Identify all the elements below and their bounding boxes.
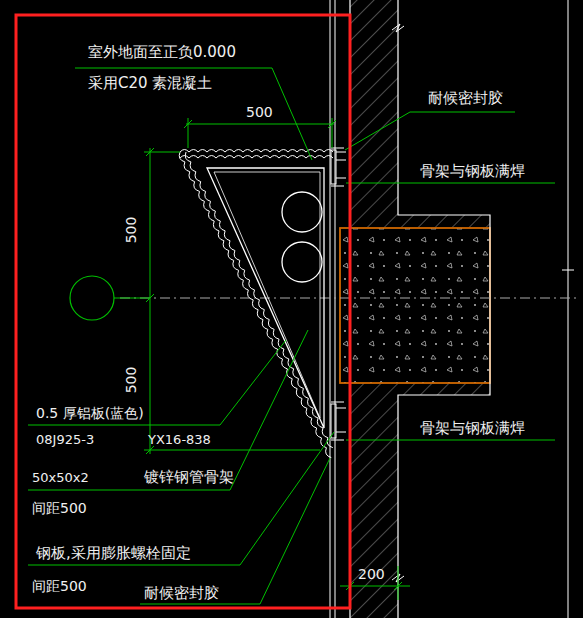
- note-text: 骨架与钢板满焊: [420, 420, 525, 436]
- aluminium-sheet: [180, 150, 333, 153]
- aluminium-sheet: [179, 152, 331, 458]
- drawing-reference: 08J925-3: [36, 432, 94, 448]
- note-text: 骨架与钢板满焊: [420, 163, 525, 179]
- note-text: 室外地面至正负0.000: [88, 44, 236, 60]
- aluminium-sheet: [185, 152, 333, 448]
- dimension: 500: [246, 104, 273, 120]
- note-text: 采用C20 素混凝土: [88, 75, 212, 91]
- note-text: 耐候密封胶: [428, 90, 503, 106]
- dimension: 200: [358, 566, 385, 582]
- dimension: 500: [123, 367, 139, 394]
- note-text: 间距500: [32, 500, 87, 516]
- note-text: 50x50x2: [32, 470, 89, 486]
- note-text: 钢板,采用膨胀螺栓固定: [36, 545, 191, 561]
- drawing-reference: YX16-838: [148, 432, 211, 448]
- note-text: 耐候密封胶: [144, 585, 219, 601]
- note-text: 镀锌钢管骨架: [144, 469, 234, 485]
- note-text: 0.5 厚铝板(蓝色): [36, 405, 144, 421]
- dimension: 500: [123, 217, 139, 244]
- note-text: 间距500: [32, 578, 87, 594]
